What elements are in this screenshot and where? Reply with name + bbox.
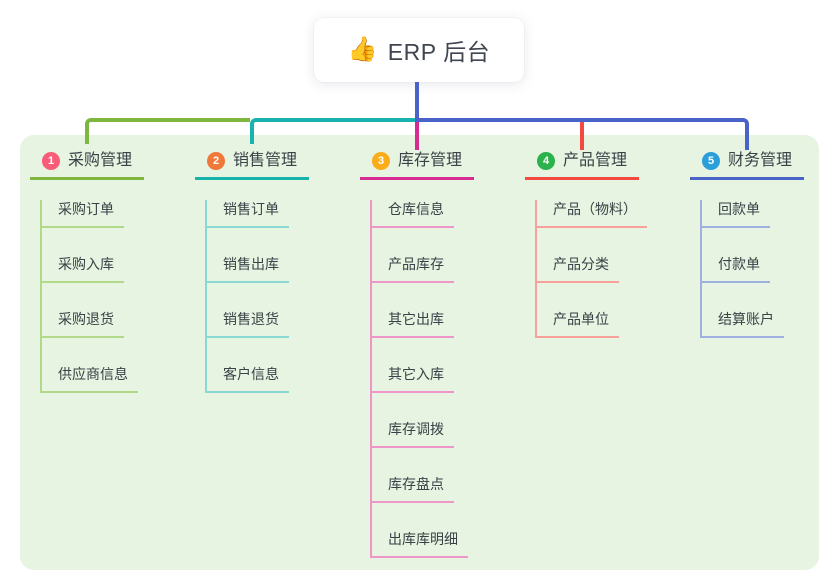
mindmap-node[interactable]: 产品分类 [537, 255, 619, 283]
branch-header-1[interactable]: 1 采购管理 [30, 148, 145, 180]
mindmap-node[interactable]: 其它入库 [372, 365, 454, 393]
mindmap-node[interactable]: 出库库明细 [372, 530, 468, 558]
mindmap-node[interactable]: 供应商信息 [42, 365, 138, 393]
mindmap-node[interactable]: 销售出库 [207, 255, 289, 283]
branch-number-badge: 4 [537, 152, 555, 170]
mindmap-node[interactable]: 销售退货 [207, 310, 289, 338]
mindmap-node[interactable]: 产品库存 [372, 255, 454, 283]
branch-title: 财务管理 [728, 152, 793, 169]
branch-title: 采购管理 [68, 152, 133, 169]
connector-branch-4 [580, 122, 584, 150]
mindmap-node[interactable]: 结算账户 [702, 310, 784, 338]
branch-title: 产品管理 [563, 152, 628, 169]
mindmap-node[interactable]: 其它出库 [372, 310, 454, 338]
branch-4: 4 产品管理产品（物料） 产品分类产品单位 [525, 148, 675, 338]
branch-number-badge: 3 [372, 152, 390, 170]
mindmap-node[interactable]: 客户信息 [207, 365, 289, 393]
thumbs-up-icon: 👍 [347, 36, 378, 63]
mindmap-node[interactable]: 付款单 [702, 255, 770, 283]
mindmap-node[interactable]: 产品（物料） [537, 200, 647, 228]
connector-branch-2 [250, 118, 415, 144]
connector-branch-3 [415, 122, 419, 150]
mindmap-node[interactable]: 库存盘点 [372, 475, 454, 503]
branch-number-badge: 2 [207, 152, 225, 170]
root-node[interactable]: 👍 ERP 后台 [314, 18, 524, 82]
mindmap-node[interactable]: 库存调拨 [372, 420, 454, 448]
branch-items: 采购订单采购入库采购退货供应商信息 [40, 200, 138, 393]
branch-3: 3 库存管理仓库信息产品库存其它出库其它入库库存调拨库存盘点出库库明细 [360, 148, 510, 558]
branch-1: 1 采购管理采购订单采购入库采购退货供应商信息 [30, 148, 180, 393]
mindmap-node[interactable]: 采购订单 [42, 200, 124, 228]
branch-header-3[interactable]: 3 库存管理 [360, 148, 475, 180]
connector-branch-1 [85, 118, 250, 144]
root-title: ERP 后台 [387, 39, 491, 65]
branch-items: 仓库信息产品库存其它出库其它入库库存调拨库存盘点出库库明细 [370, 200, 468, 558]
branch-header-2[interactable]: 2 销售管理 [195, 148, 310, 180]
mindmap-node[interactable]: 产品单位 [537, 310, 619, 338]
branch-title: 库存管理 [398, 152, 463, 169]
branch-number-badge: 5 [702, 152, 720, 170]
branch-header-4[interactable]: 4 产品管理 [525, 148, 640, 180]
branch-2: 2 销售管理销售订单销售出库销售退货客户信息 [195, 148, 345, 393]
branch-title: 销售管理 [233, 152, 298, 169]
connector-branch-5 [417, 118, 749, 150]
branch-items: 销售订单销售出库销售退货客户信息 [205, 200, 289, 393]
mindmap-node[interactable]: 仓库信息 [372, 200, 454, 228]
branch-5: 5 财务管理回款单付款单结算账户 [690, 148, 839, 338]
connector-root-stem [415, 82, 419, 122]
branch-number-badge: 1 [42, 152, 60, 170]
branch-header-5[interactable]: 5 财务管理 [690, 148, 805, 180]
mindmap-panel [20, 135, 819, 570]
branch-items: 回款单付款单结算账户 [700, 200, 784, 338]
mindmap-node[interactable]: 采购入库 [42, 255, 124, 283]
mindmap-node[interactable]: 销售订单 [207, 200, 289, 228]
branch-items: 产品（物料） 产品分类产品单位 [535, 200, 647, 338]
mindmap-node[interactable]: 回款单 [702, 200, 770, 228]
mindmap-node[interactable]: 采购退货 [42, 310, 124, 338]
